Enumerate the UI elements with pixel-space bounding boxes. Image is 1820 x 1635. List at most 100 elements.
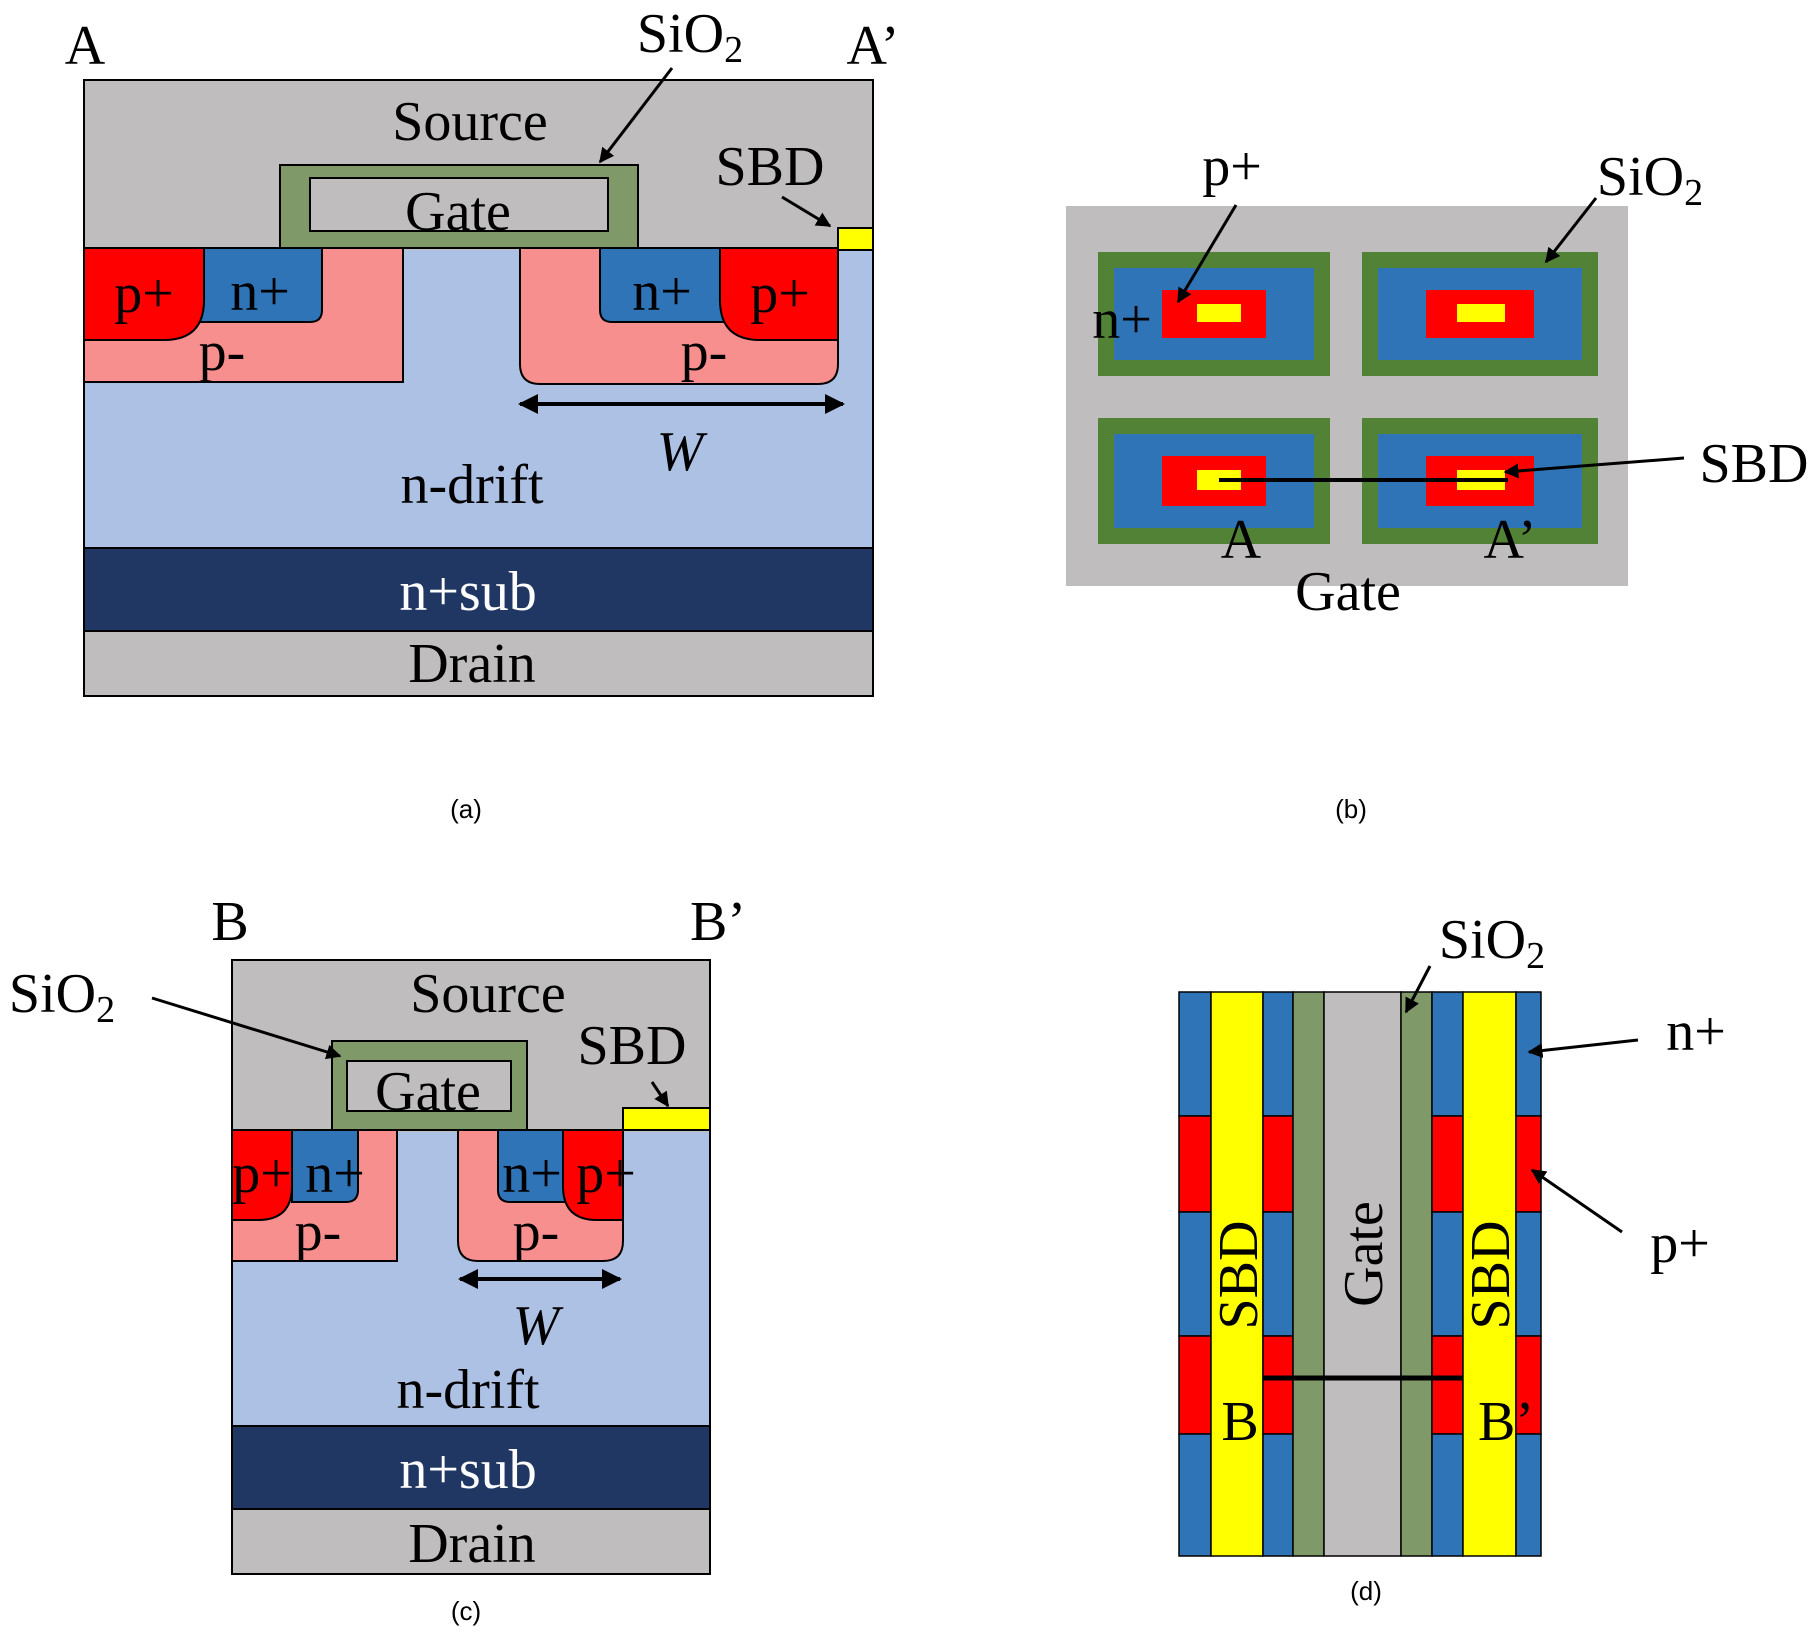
- cut-label-start: B: [1221, 1391, 1258, 1453]
- drift-label: n-drift: [400, 454, 544, 516]
- p-plus-label-left: p+: [232, 1143, 292, 1205]
- panel-c: B B’ SiO2 Source Gate SBD p+ n+ p- n+ p+…: [9, 891, 746, 1626]
- gate-electrode: [346, 1060, 512, 1112]
- p-plus-strip: [1262, 1115, 1294, 1213]
- sio2-text: SiO: [1439, 909, 1526, 971]
- n-plus-strip: [1515, 991, 1542, 1117]
- p-plus-label: p+: [1202, 136, 1262, 198]
- oxide-strip: [1292, 991, 1325, 1557]
- cut-label-end: A’: [1484, 509, 1537, 571]
- n-plus-strip: [1431, 991, 1464, 1117]
- drain-label: Drain: [408, 1513, 536, 1575]
- p-plus-strip: [1178, 1115, 1212, 1213]
- n-plus-label: n+: [1666, 1001, 1726, 1063]
- p-plus-strip: [1515, 1115, 1542, 1213]
- sio2-subscript: 2: [1526, 935, 1545, 977]
- sbd-arrow: [1503, 456, 1685, 479]
- n-plus-label-right: n+: [502, 1143, 562, 1205]
- drift-label: n-drift: [396, 1359, 540, 1421]
- sio2-arrow: [1404, 965, 1432, 1014]
- n-plus-strip: [1178, 1211, 1212, 1337]
- cut-label-start: B: [211, 891, 248, 953]
- gate-label: Gate: [1333, 1201, 1395, 1307]
- p-minus-label-left: p-: [199, 321, 246, 383]
- substrate-label: n+sub: [399, 1439, 536, 1501]
- sio2-label: SiO2: [1439, 909, 1545, 977]
- sio2-subscript: 2: [724, 29, 743, 71]
- sbd-label: SBD: [716, 136, 825, 198]
- n-plus-strip: [1515, 1433, 1542, 1557]
- width-label: W: [513, 1295, 564, 1357]
- panel-c-outline: [231, 959, 711, 1575]
- sio2-label: SiO2: [637, 3, 743, 71]
- gate-strip: [1323, 991, 1402, 1557]
- n-plus-strip: [1178, 991, 1212, 1117]
- cut-label-end: B’: [690, 891, 746, 953]
- width-label: W: [657, 421, 708, 483]
- sbd-contact: [622, 1107, 711, 1131]
- p-plus-label-right: p+: [750, 263, 810, 325]
- sio2-subscript: 2: [96, 989, 115, 1031]
- p-minus-label-right: p-: [681, 321, 728, 383]
- n-plus-arrow: [1527, 1038, 1639, 1058]
- p-plus-left: [83, 247, 205, 341]
- sbd-label-left: SBD: [1208, 1221, 1270, 1330]
- n-plus-label-left: n+: [305, 1143, 365, 1205]
- panel-a: A A’ SiO2 Source Gate SBD p+ n+ p- n+ p+…: [65, 3, 900, 824]
- sio2-subscript: 2: [1684, 172, 1703, 214]
- n-plus-right: [497, 1129, 567, 1203]
- n-plus-left: [199, 247, 323, 323]
- sio2-arrow: [151, 996, 342, 1060]
- caption-b: (b): [1335, 794, 1367, 824]
- caption-a: (a): [450, 794, 482, 824]
- p-plus-arrow: [1176, 204, 1238, 304]
- n-plus-strip: [1262, 1433, 1294, 1557]
- substrate-layer: [232, 1426, 710, 1509]
- n-plus-strip: [1515, 1211, 1542, 1337]
- sbd-cell: [1457, 304, 1505, 322]
- substrate-label: n+sub: [399, 561, 536, 623]
- p-plus-arrow: [1530, 1168, 1623, 1234]
- n-plus-strip: [1178, 1433, 1212, 1557]
- n-plus-label-left: n+: [230, 261, 290, 323]
- sbd-arrow: [650, 1081, 670, 1108]
- sio2-text: SiO: [1597, 146, 1684, 208]
- sbd-label: SBD: [578, 1015, 687, 1077]
- panel-d: SiO2 n+ p+ SBD Gate SBD B B’ (d): [1178, 909, 1726, 1606]
- p-plus-left: [231, 1129, 293, 1221]
- sbd-strip: [1462, 991, 1517, 1557]
- substrate-layer: [84, 548, 873, 631]
- gate-label: Gate: [1295, 561, 1401, 623]
- cut-label-end: A’: [847, 15, 900, 77]
- n-plus-strip: [1262, 991, 1294, 1117]
- gate-label: Gate: [375, 1061, 481, 1123]
- cut-label-start: A: [65, 15, 106, 77]
- sbd-cell: [1197, 304, 1241, 322]
- drain-metal: [232, 1509, 710, 1574]
- sio2-arrow: [598, 67, 674, 164]
- caption-d: (d): [1350, 1576, 1382, 1606]
- p-plus-label: p+: [1650, 1213, 1710, 1275]
- drain-metal: [84, 631, 873, 696]
- sio2-text: SiO: [637, 3, 724, 65]
- p-plus-strip: [1431, 1115, 1464, 1213]
- cut-label-start: A: [1221, 509, 1262, 571]
- n-plus-strip: [1431, 1433, 1464, 1557]
- gate-electrode: [309, 177, 609, 232]
- panel-a-outline: [83, 79, 874, 697]
- p-plus-strip: [1262, 1335, 1294, 1435]
- oxide-strip: [1400, 991, 1433, 1557]
- p-plus-right: [719, 247, 839, 341]
- sbd-label-right: SBD: [1460, 1221, 1522, 1330]
- sio2-text: SiO: [9, 963, 96, 1025]
- p-plus-label-left: p+: [114, 263, 174, 325]
- p-plus-strip: [1431, 1335, 1464, 1435]
- drain-label: Drain: [408, 633, 536, 695]
- p-minus-label-left: p-: [295, 1201, 342, 1263]
- p-plus-label-right: p+: [576, 1143, 636, 1205]
- source-label: Source: [392, 91, 548, 153]
- gate-label: Gate: [405, 181, 511, 243]
- n-plus-label: n+: [1092, 289, 1152, 351]
- source-label: Source: [410, 963, 566, 1025]
